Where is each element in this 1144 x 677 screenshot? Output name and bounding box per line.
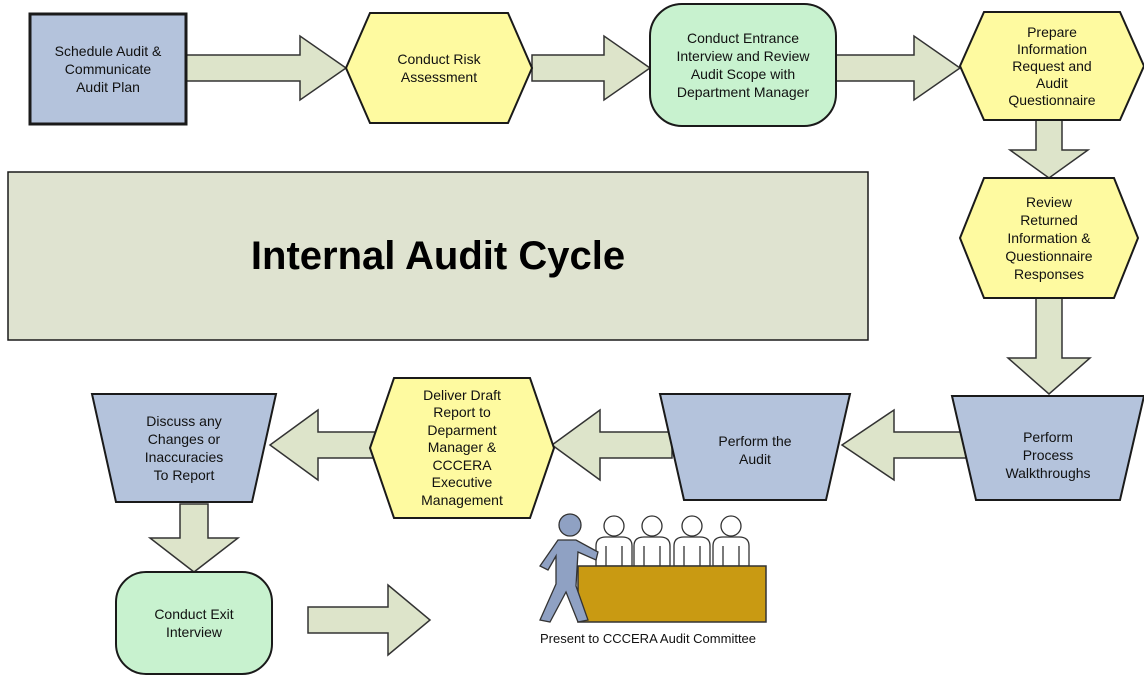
committee-member-3 (673, 515, 711, 567)
step-review-label: Review Returned Information & Questionna… (1005, 194, 1093, 282)
committee-member-2 (633, 515, 671, 567)
step-risk-hexagon (344, 12, 534, 124)
committee-member-4 (712, 515, 750, 567)
step-walkthroughs-label: Perform Process Walkthroughs (1005, 429, 1091, 481)
step-schedule-box (28, 12, 188, 126)
step-entrance-box (649, 3, 837, 127)
committee-caption: Present to CCCERA Audit Committee (539, 631, 757, 646)
arrow-risk-to-entrance (531, 34, 652, 102)
arrow-prepare-to-review (1007, 119, 1091, 179)
step-deliver-label: Deliver Draft Report to Deparment Manage… (421, 386, 503, 508)
arrow-entrance-to-prepare (835, 34, 962, 102)
step-prepare-hexagon (958, 11, 1144, 121)
step-schedule-label: Schedule Audit & Communicate Audit Plan (54, 43, 162, 95)
arrow-discuss-to-exit (147, 503, 241, 573)
presenter-figure (539, 513, 599, 623)
step-perform-label: Perform the Audit (718, 433, 792, 467)
arrow-walkthroughs-to-perform (840, 408, 973, 482)
arrow-exit-to-committee (307, 583, 432, 657)
step-prepare-label: Prepare Information Request and Audit Qu… (1008, 23, 1096, 108)
step-perform-trapezoid (658, 393, 852, 501)
committee-member-1 (595, 515, 633, 567)
step-exit-label: Conduct Exit Interview (154, 606, 234, 640)
step-discuss-label: Discuss any Changes or Inaccuracies To R… (144, 413, 224, 483)
step-walkthroughs-trapezoid (950, 395, 1144, 501)
arrow-perform-to-deliver (550, 408, 673, 482)
step-deliver-hexagon (368, 377, 556, 519)
arrow-deliver-to-discuss (268, 408, 377, 482)
step-discuss-trapezoid (90, 393, 278, 503)
step-risk-label: Conduct Risk Assessment (397, 51, 481, 85)
step-entrance-label: Conduct Entrance Interview and Review Au… (676, 30, 810, 100)
arrow-review-to-walkthroughs (1006, 296, 1092, 395)
step-exit-box (115, 571, 273, 675)
title-box (7, 171, 869, 341)
arrow-schedule-to-risk (185, 34, 348, 102)
step-review-hexagon (958, 177, 1140, 299)
diagram-title: Internal Audit Cycle (250, 233, 626, 278)
committee-illustration (539, 513, 767, 623)
committee-table (577, 565, 767, 623)
